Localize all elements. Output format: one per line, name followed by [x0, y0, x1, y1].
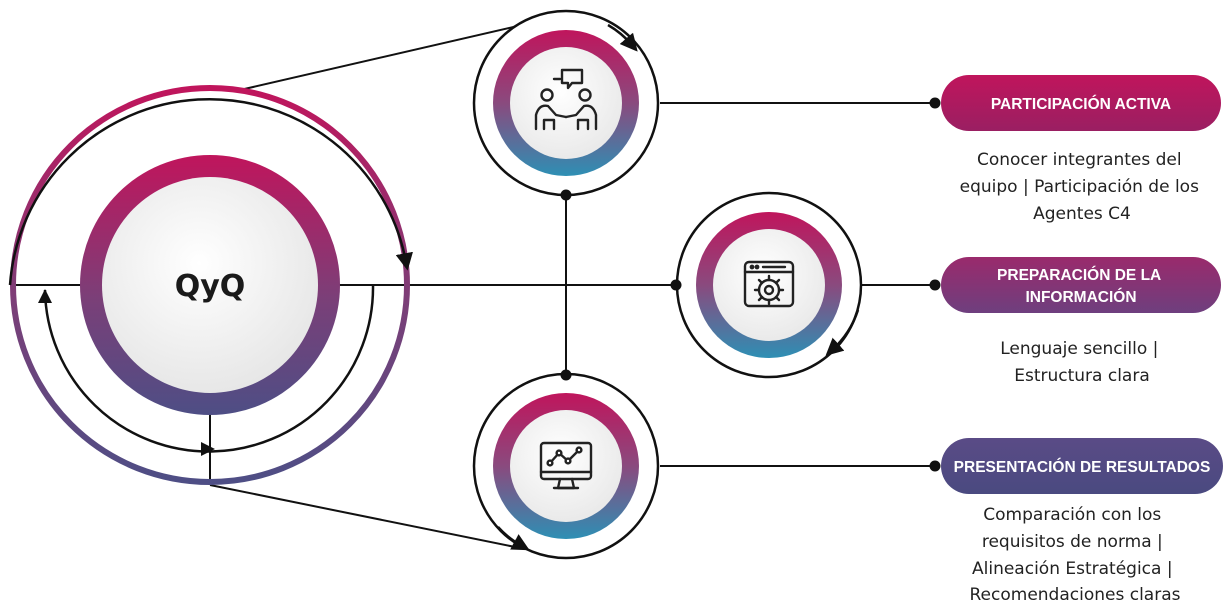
center-node: QyQ [8, 85, 413, 485]
stage-pill-text: PREPARACIÓN DE LA INFORMACIÓN [997, 266, 1165, 306]
stage-description-line: equipo | Participación de los [960, 177, 1199, 197]
outer-black-arc [8, 98, 413, 286]
tangent-line-top [239, 21, 536, 91]
stage-pill-text: PRESENTACIÓN DE RESULTADOS [954, 458, 1211, 476]
junction-dot [929, 460, 941, 472]
junction-dot [929, 279, 941, 291]
stage-description-line: Lenguaje sencillo | [1000, 339, 1158, 359]
stage-description: Conocer integrantes del equipo | Partici… [960, 150, 1205, 224]
stage-ring-arrow [825, 309, 860, 356]
stage-ring-arrow [497, 526, 530, 551]
junction-dot [560, 189, 572, 201]
stage-description: Lenguaje sencillo | Estructura clara [1000, 339, 1164, 386]
stage-label-participacion: PARTICIPACIÓN ACTIVA Conocer integrantes… [941, 75, 1221, 224]
stage-inner-disk [510, 410, 622, 522]
stage-inner-disk [510, 47, 622, 159]
outer-gradient-ring [10, 85, 410, 485]
stage-node-presentacion [472, 372, 660, 560]
center-inner-disk [102, 177, 318, 393]
stage-node-preparacion [675, 191, 863, 379]
junction-dot [560, 369, 572, 381]
analytics-monitor-icon [539, 441, 593, 490]
stage-description-line: Agentes C4 [1033, 204, 1131, 224]
tangent-line-bottom [209, 484, 521, 549]
stage-pill [941, 438, 1223, 494]
stage-pill-text: PARTICIPACIÓN ACTIVA [991, 95, 1171, 113]
stage-node-participacion [472, 9, 660, 197]
stage-description-line: Comparación con los [983, 505, 1161, 525]
stage-ring-arrow [607, 23, 638, 52]
stage-description-line: Recomendaciones claras [970, 585, 1181, 605]
junction-dot [670, 279, 682, 291]
stage-description: Comparación con los requisitos de norma … [970, 505, 1181, 605]
stage-label-presentacion: PRESENTACIÓN DE RESULTADOS Comparación c… [941, 438, 1223, 605]
settings-window-icon [743, 260, 795, 308]
stage-description-line: Conocer integrantes del [977, 150, 1182, 170]
stage-pill [941, 257, 1221, 313]
center-label: QyQ [175, 269, 246, 304]
stage-label-preparacion: PREPARACIÓN DE LA INFORMACIÓN Lenguaje s… [941, 257, 1221, 386]
junction-dot [929, 97, 941, 109]
stage-description-line: Alineación Estratégica | [972, 559, 1173, 579]
stage-pill-line: PREPARACIÓN DE LA [997, 266, 1161, 284]
stage-pill [941, 75, 1221, 131]
stage-description-line: requisitos de norma | [982, 532, 1163, 552]
stage-pill-line: INFORMACIÓN [1025, 288, 1136, 306]
stage-description-line: Estructura clara [1014, 366, 1150, 386]
stage-pill-line: PRESENTACIÓN DE RESULTADOS [954, 458, 1211, 476]
meeting-people-icon [534, 68, 598, 131]
junction-dots [560, 97, 941, 472]
stage-pill-line: PARTICIPACIÓN ACTIVA [991, 95, 1171, 113]
